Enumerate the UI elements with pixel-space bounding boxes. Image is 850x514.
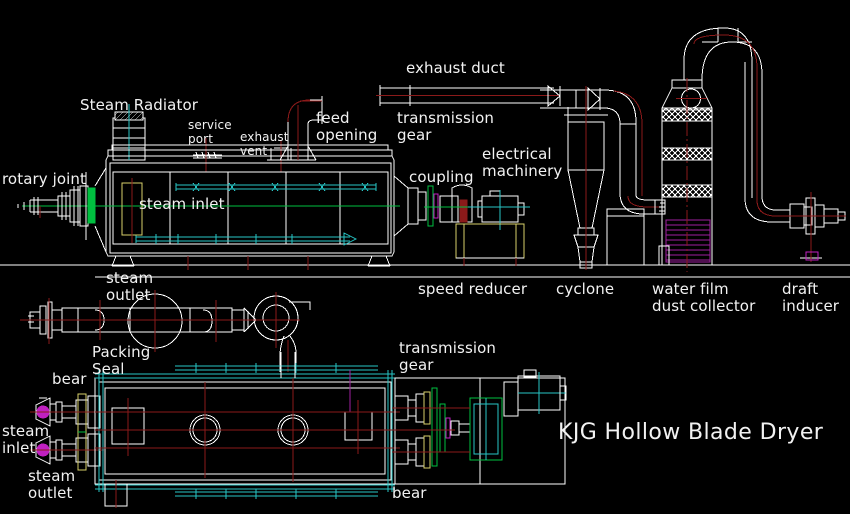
draft-inducer-fan <box>786 192 846 262</box>
label-steam-inlet-elevation: steam inlet <box>139 195 225 213</box>
plan-shaft-packing-seal <box>20 290 311 372</box>
label-exhaust-duct: exhaust duct <box>406 59 505 77</box>
dryer-shell-plan <box>94 352 400 508</box>
drive-train-elevation <box>393 175 530 266</box>
label-water-film-dust-collector: water film dust collector <box>652 280 756 315</box>
rotary-joint-assembly <box>17 167 107 253</box>
dryer-shell-elevation <box>100 144 400 270</box>
label-rotary-joint: rotary joint <box>2 170 87 188</box>
label-speed-reducer: speed reducer <box>418 280 528 298</box>
label-electrical-machinery: electrical machinery <box>482 145 563 180</box>
label-steam-inlet-plan: steam inlet <box>2 422 50 457</box>
label-steam-radiator: Steam Radiator <box>80 96 198 114</box>
label-bear-left: bear <box>52 370 87 388</box>
label-service-port: service port <box>188 118 232 146</box>
label-coupling: coupling <box>409 168 474 186</box>
label-bear-right: bear <box>392 484 427 502</box>
service-port-nozzle <box>193 138 222 172</box>
drawing-title: KJG Hollow Blade Dryer <box>558 420 824 445</box>
label-steam-outlet-plan: steam outlet <box>28 467 76 502</box>
label-steam-outlet-elevation: steam outlet <box>106 269 154 304</box>
label-transmission-gear-plan: transmission gear <box>399 339 497 374</box>
label-draft-inducer: draft inducer <box>782 280 840 315</box>
plan-left-nozzles <box>30 393 104 471</box>
label-feed-opening: feed opening <box>316 109 378 144</box>
label-packing-seal: Packing Seal <box>92 343 151 378</box>
collection-bin <box>606 208 645 266</box>
label-transmission-gear-elevation: transmission gear <box>397 109 495 144</box>
exhaust-duct-horizontal <box>376 84 561 108</box>
label-exhaust-vent: exhaust vent <box>240 130 289 158</box>
label-cyclone: cyclone <box>556 280 615 298</box>
plan-drive-assembly <box>392 369 567 485</box>
water-film-dust-collector <box>654 27 792 272</box>
feed-opening-duct <box>279 96 323 161</box>
